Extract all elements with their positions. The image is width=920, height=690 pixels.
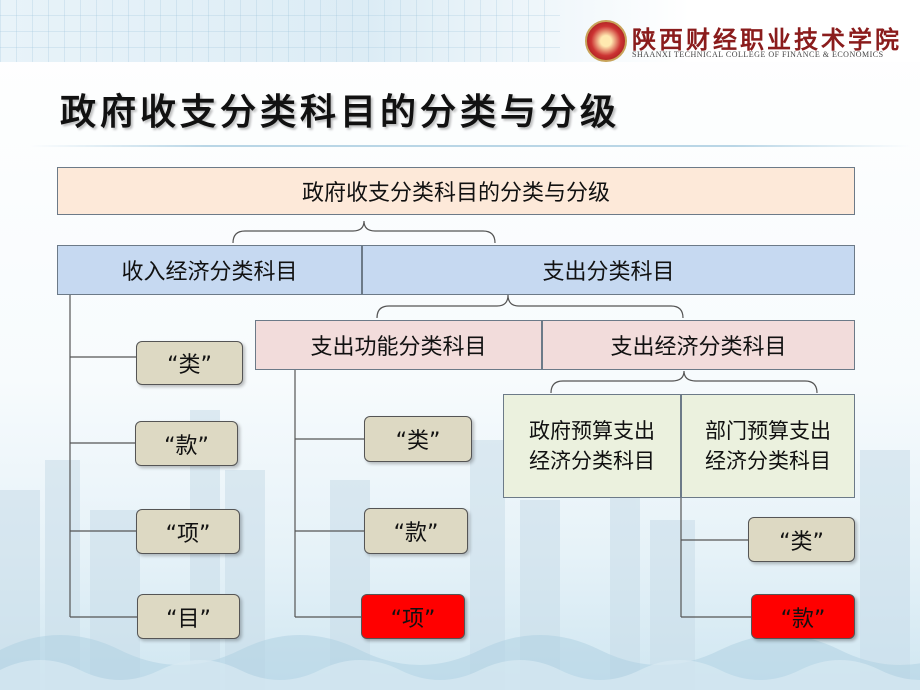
department-budget-line2: 经济分类科目	[705, 449, 831, 473]
department-level-kuan-highlight: “款”	[751, 594, 855, 639]
income-level-xiang: “项”	[136, 509, 240, 554]
department-budget-line1: 部门预算支出	[705, 419, 831, 443]
header-grid-pattern	[0, 0, 560, 62]
department-level-lei: “类”	[748, 517, 855, 562]
city-skyline-background	[0, 410, 920, 690]
expense-category-box: 支出分类科目	[362, 245, 855, 295]
functional-category-box: 支出功能分类科目	[255, 320, 542, 370]
slide-title: 政府收支分类科目的分类与分级	[60, 91, 621, 133]
functional-level-lei: “类”	[364, 416, 472, 462]
government-budget-line2: 经济分类科目	[529, 449, 655, 473]
functional-level-xiang-highlight: “项”	[361, 594, 465, 639]
school-logo-icon	[585, 20, 627, 62]
economic-category-box: 支出经济分类科目	[542, 320, 855, 370]
header-band	[0, 0, 920, 62]
income-category-box: 收入经济分类科目	[57, 245, 362, 295]
income-level-mu: “目”	[137, 594, 240, 639]
school-name-english: SHAANXI TECHNICAL COLLEGE OF FINANCE & E…	[632, 50, 884, 59]
expense-brace	[376, 294, 684, 319]
title-divider	[30, 145, 910, 147]
functional-level-kuan: “款”	[364, 508, 468, 554]
government-budget-line1: 政府预算支出	[529, 419, 655, 443]
root-brace	[232, 220, 496, 244]
government-budget-box: 政府预算支出 经济分类科目	[503, 394, 681, 498]
school-name: 陕西财经职业技术学院	[632, 25, 902, 54]
root-box: 政府收支分类科目的分类与分级	[57, 167, 855, 215]
department-budget-box: 部门预算支出 经济分类科目	[681, 394, 855, 498]
income-level-kuan: “款”	[135, 421, 238, 466]
income-level-lei: “类”	[136, 341, 243, 385]
